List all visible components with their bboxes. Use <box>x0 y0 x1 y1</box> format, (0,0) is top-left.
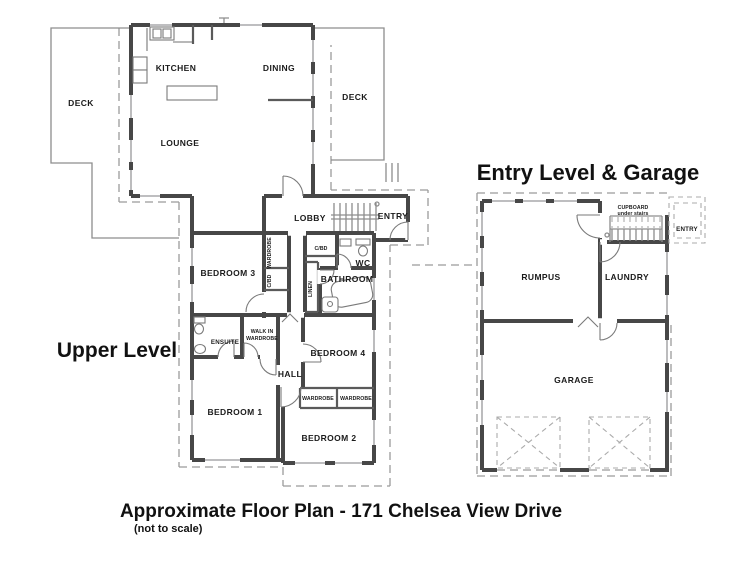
label-bedroom1: BEDROOM 1 <box>207 407 262 417</box>
upper-level-title: Upper Level <box>57 339 177 362</box>
label-dining: DINING <box>263 63 295 73</box>
wc-basin <box>339 238 352 247</box>
caption-title: Approximate Floor Plan - 171 Chelsea Vie… <box>120 501 562 522</box>
kitchen-island-bench <box>166 85 218 101</box>
caption-subtitle: (not to scale) <box>134 523 203 535</box>
label-entry-upper: ENTRY <box>378 211 409 221</box>
kitchen-fixtures <box>132 26 218 101</box>
label-cupboard-1: CUPBOARD <box>618 205 649 211</box>
label-walk-in-2: WARDROBE <box>246 336 278 342</box>
label-lounge: LOUNGE <box>161 138 200 148</box>
label-wardrobe-tall: WARDROBE <box>267 237 273 269</box>
kitchen-sink-bowl-right <box>162 28 172 39</box>
label-cbd-tall: C/BD <box>267 274 273 287</box>
ensuite-toilet-bowl <box>193 323 205 335</box>
wc-toilet-tank <box>355 238 371 246</box>
door-swing-arcs <box>217 175 621 408</box>
label-rumpus: RUMPUS <box>521 272 560 282</box>
label-bedroom3: BEDROOM 3 <box>200 268 255 278</box>
bathtub <box>330 276 374 308</box>
label-walk-in-1: WALK IN <box>251 329 274 335</box>
shower-drain <box>326 300 334 308</box>
entry-level-roofline-dashed <box>476 192 672 477</box>
label-ensuite: ENSUITE <box>211 339 239 346</box>
ensuite-toilet-tank <box>193 316 206 324</box>
ensuite-basin <box>193 343 207 355</box>
label-entry-lower: ENTRY <box>676 226 698 233</box>
label-wardrobe-b2-right: WARDROBE <box>340 396 372 402</box>
window-lines <box>130 24 668 464</box>
label-deck-left: DECK <box>68 98 94 108</box>
entry-porch-dashed <box>668 196 706 244</box>
label-hall: HALL <box>278 369 302 379</box>
entry-stairs-post <box>604 232 610 238</box>
wc-toilet-bowl <box>357 245 369 257</box>
kitchen-stove <box>132 69 148 84</box>
label-lobby: LOBBY <box>294 213 326 223</box>
upper-stairs-treads <box>331 203 379 231</box>
upper-stairs-post <box>374 201 380 207</box>
kitchen-sink-bowl-left <box>152 28 162 39</box>
interior-partitions <box>191 25 374 410</box>
label-wc: WC <box>356 258 371 268</box>
label-linen: LINEN <box>308 281 314 297</box>
label-bedroom4: BEDROOM 4 <box>310 348 365 358</box>
label-garage: GARAGE <box>554 375 594 385</box>
label-cupboard-2: under stairs <box>618 211 649 217</box>
label-bathroom: BATHROOM <box>321 274 374 284</box>
label-laundry: LAUNDRY <box>605 272 649 282</box>
entry-level-walls <box>480 199 669 472</box>
garage-door-boxes <box>496 416 651 469</box>
wc-fixtures <box>339 238 371 257</box>
kitchen-oven <box>132 56 148 71</box>
entry-stairs-treads <box>609 215 663 242</box>
label-deck-right: DECK <box>342 92 368 102</box>
label-bedroom2: BEDROOM 2 <box>301 433 356 443</box>
label-cbd-lobby: C/BD <box>314 246 327 252</box>
bathroom-fixtures <box>321 276 374 313</box>
upper-level-roofline-dashed <box>118 28 472 487</box>
ensuite-fixtures <box>193 316 207 355</box>
understairs-cupboard-dashed <box>611 217 661 228</box>
deck-outlines <box>50 17 399 239</box>
label-wardrobe-b2-left: WARDROBE <box>302 396 334 402</box>
entry-level-title: Entry Level & Garage <box>477 160 700 185</box>
label-kitchen: KITCHEN <box>156 63 197 73</box>
